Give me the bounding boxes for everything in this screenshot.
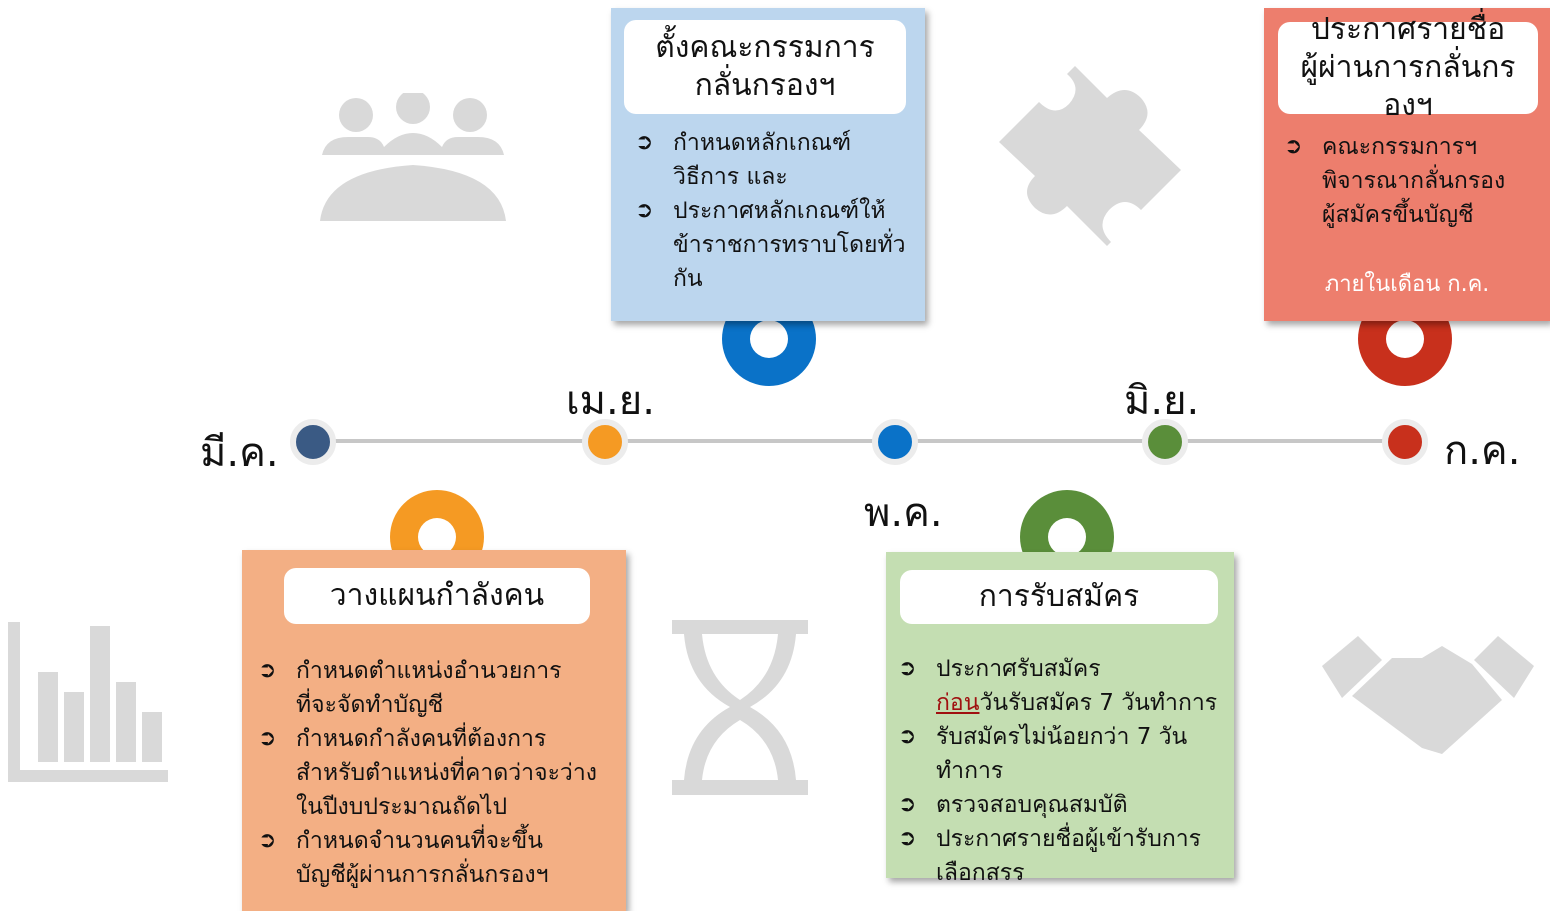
list-item: ➲กำหนดกำลังคนที่ต้องการสำหรับตำแหน่งที่ค… (258, 726, 597, 820)
timeline-dot-jul (1382, 419, 1428, 465)
month-label-jul: ก.ค. (1444, 428, 1521, 474)
month-label-jun: มิ.ย. (1124, 378, 1200, 424)
timeline-dot-may (872, 419, 918, 465)
card-planning: วางแผนกำลังคน ➲กำหนดตำแหน่งอำนวยการที่จะ… (242, 550, 626, 911)
list-item: ➲กำหนดหลักเกณฑ์วิธีการ และ (635, 130, 852, 190)
card-committee-title: ตั้งคณะกรรมการ กลั่นกรองฯ (624, 20, 906, 114)
list-item: ➲รับสมัครไม่น้อยกว่า 7 วันทำการ (898, 724, 1188, 784)
timeline-line (312, 439, 1406, 443)
card-announce-list: ➲คณะกรรมการฯพิจารณากลั่นกรองผู้สมัครขึ้น… (1284, 130, 1544, 232)
card-apply-list: ➲ประกาศรับสมัครก่อนวันรับสมัคร 7 วันทำกา… (898, 652, 1234, 890)
card-planning-list: ➲กำหนดตำแหน่งอำนวยการที่จะจัดทำบัญชี ➲กำ… (258, 654, 618, 892)
timeline-dot-mar (290, 419, 336, 465)
card-announce-note: ภายในเดือน ก.ค. (1324, 272, 1490, 297)
timeline-dot-apr (582, 419, 628, 465)
card-announce-title: ประกาศรายชื่อ ผู้ผ่านการกลั่นกรองฯ (1278, 12, 1538, 123)
hourglass-icon (672, 620, 808, 795)
handshake-icon (1322, 636, 1534, 754)
list-item: ➲ประกาศรับสมัครก่อนวันรับสมัคร 7 วันทำกา… (898, 656, 1218, 716)
list-item: ➲คณะกรรมการฯพิจารณากลั่นกรองผู้สมัครขึ้น… (1284, 134, 1506, 228)
card-announce: ประกาศรายชื่อ ผู้ผ่านการกลั่นกรองฯ ➲คณะก… (1264, 8, 1550, 321)
list-item: ➲กำหนดจำนวนคนที่จะขึ้นบัญชีผู้ผ่านการกลั… (258, 828, 549, 888)
card-planning-title: วางแผนกำลังคน (284, 568, 590, 624)
month-label-may: พ.ค. (864, 490, 943, 536)
timeline-dot-jun (1142, 419, 1188, 465)
puzzle-icon (999, 66, 1181, 246)
card-committee: ตั้งคณะกรรมการ กลั่นกรองฯ ➲กำหนดหลักเกณฑ… (611, 8, 925, 321)
month-label-mar: มี.ค. (200, 430, 279, 476)
list-item: ➲ตรวจสอบคุณสมบัติ (898, 792, 1128, 818)
list-item: ➲ประกาศรายชื่อผู้เข้ารับการเลือกสรร (898, 826, 1202, 886)
card-apply: การรับสมัคร ➲ประกาศรับสมัครก่อนวันรับสมั… (886, 552, 1234, 886)
month-label-apr: เม.ย. (566, 378, 655, 424)
card-committee-list: ➲กำหนดหลักเกณฑ์วิธีการ และ ➲ประกาศหลักเก… (635, 126, 925, 296)
card-apply-title: การรับสมัคร (900, 570, 1218, 624)
meeting-icon (320, 93, 506, 221)
list-item: ➲ประกาศหลักเกณฑ์ให้ข้าราชการทราบโดยทั่วก… (635, 198, 906, 292)
list-item: ➲กำหนดตำแหน่งอำนวยการที่จะจัดทำบัญชี (258, 658, 562, 718)
bar-chart-icon (8, 622, 168, 782)
